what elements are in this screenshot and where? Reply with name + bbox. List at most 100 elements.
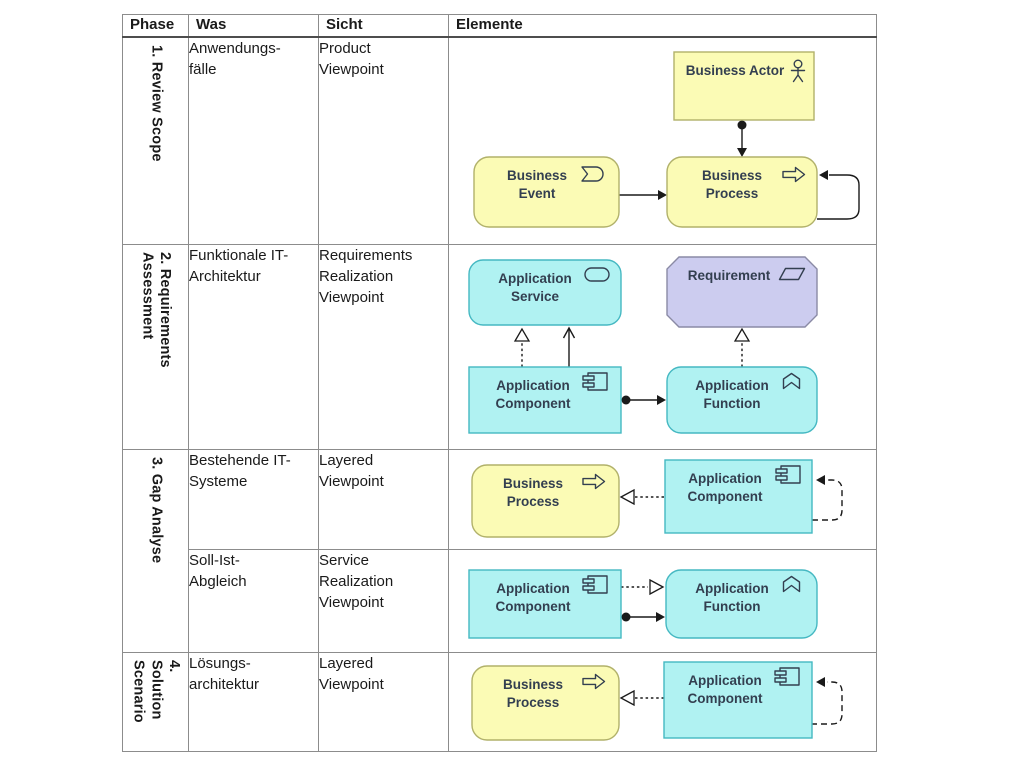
element-label: Component bbox=[496, 599, 571, 614]
phase-line: 2. Requirements bbox=[157, 251, 174, 368]
was-text: Funktionale IT- bbox=[189, 246, 289, 264]
table-row: Soll-Ist- Abgleich Service Realization V… bbox=[123, 548, 877, 653]
application-component-icon bbox=[582, 574, 608, 594]
sicht-text: Viewpoint bbox=[319, 675, 384, 693]
element-label: Process bbox=[706, 186, 759, 201]
business-actor-icon bbox=[790, 59, 806, 83]
business-event-icon bbox=[581, 166, 604, 182]
element-label: Requirement bbox=[688, 268, 771, 283]
elemente-cell: Business Process Application Component bbox=[448, 651, 877, 752]
sicht-text: Layered bbox=[319, 451, 374, 469]
application-component-element: Application Component bbox=[664, 458, 813, 534]
table-row: 3. Gap Analyse Bestehende IT- Systeme La… bbox=[122, 448, 877, 653]
sicht-cell: Product Viewpoint bbox=[318, 36, 449, 245]
element-label: Process bbox=[507, 494, 560, 509]
was-text: Abgleich bbox=[189, 572, 247, 590]
phase-line: 3. Gap Analyse bbox=[148, 456, 165, 563]
element-label: Application bbox=[695, 378, 769, 393]
element-label: Event bbox=[519, 186, 556, 201]
sicht-text: Service bbox=[319, 551, 370, 569]
layered-viewpoint-diagram: Business Process Application Component bbox=[471, 660, 843, 741]
was-text: architektur bbox=[189, 675, 260, 693]
phase-line: Solution bbox=[148, 659, 165, 720]
service-realization-diagram: Application Component Application Functi… bbox=[468, 568, 818, 639]
col-header-was: Was bbox=[188, 14, 319, 38]
element-label: Function bbox=[704, 599, 761, 614]
element-label: Process bbox=[507, 695, 560, 710]
was-cell: Bestehende IT- Systeme bbox=[188, 448, 319, 550]
application-function-element: Application Function bbox=[666, 365, 818, 434]
element-label: Business bbox=[507, 168, 567, 183]
was-cell: Funktionale IT- Architektur bbox=[188, 243, 319, 450]
was-text: Systeme bbox=[189, 472, 248, 490]
element-label: Function bbox=[704, 396, 761, 411]
was-text: Soll-Ist- bbox=[189, 551, 240, 569]
business-process-element: Business Process bbox=[471, 664, 620, 741]
elemente-cell: Business Actor Business Event bbox=[448, 36, 877, 245]
application-component-icon bbox=[775, 464, 801, 484]
realization-relationship bbox=[619, 488, 665, 505]
was-cell: Anwendungs- fälle bbox=[188, 36, 319, 245]
was-text: Architektur bbox=[189, 267, 261, 285]
was-cell: Lösungs- architektur bbox=[188, 651, 319, 752]
application-component-icon bbox=[582, 371, 608, 391]
requirement-icon bbox=[778, 267, 806, 280]
element-label: Business bbox=[702, 168, 762, 183]
phase-line: 4. bbox=[166, 659, 183, 673]
phase-label: 3. Gap Analyse bbox=[147, 456, 165, 563]
flow-self-loop bbox=[812, 474, 843, 521]
col-header-elemente: Elemente bbox=[448, 14, 877, 38]
assignment-relationship bbox=[621, 611, 665, 622]
phase-line: Assessment bbox=[139, 251, 156, 339]
elemente-cell: Application Component Application Functi… bbox=[448, 548, 877, 653]
was-text: Anwendungs- bbox=[189, 40, 281, 57]
business-process-icon bbox=[782, 166, 806, 183]
element-label: Application bbox=[688, 471, 762, 486]
triggering-relationship bbox=[619, 190, 667, 200]
element-label: Business bbox=[503, 476, 563, 491]
element-label: Component bbox=[688, 489, 763, 504]
requirement-element: Requirement bbox=[666, 255, 818, 328]
sicht-text: Requirements bbox=[319, 246, 413, 264]
element-label: Application bbox=[498, 271, 572, 286]
application-service-icon bbox=[584, 266, 610, 282]
element-label: Component bbox=[688, 691, 763, 706]
business-actor-element: Business Actor bbox=[673, 51, 815, 121]
elemente-cell: Business Process Application Component bbox=[448, 448, 877, 550]
sicht-text: Viewpoint bbox=[319, 61, 384, 79]
was-text: Bestehende IT- bbox=[189, 451, 291, 469]
phase-line: Scenario bbox=[130, 659, 147, 723]
sicht-cell: Requirements Realization Viewpoint bbox=[318, 243, 449, 450]
phase-cell-requirements-assessment: 2. Requirements Assessment bbox=[122, 243, 189, 450]
was-text: fälle bbox=[189, 61, 217, 79]
application-component-element: Application Component bbox=[468, 365, 622, 434]
sicht-cell: Layered Viewpoint bbox=[318, 651, 449, 752]
table-header-row: Phase Was Sicht Elemente bbox=[122, 14, 877, 38]
element-label: Application bbox=[695, 581, 769, 596]
serving-relationship bbox=[562, 326, 576, 367]
element-label: Application bbox=[496, 378, 570, 393]
sicht-text: Layered bbox=[319, 654, 374, 672]
sicht-text: Viewpoint bbox=[319, 594, 384, 612]
application-function-icon bbox=[782, 575, 801, 592]
element-label: Service bbox=[511, 289, 560, 304]
assignment-relationship bbox=[737, 120, 747, 157]
application-component-element: Application Component bbox=[663, 660, 813, 739]
realization-relationship bbox=[733, 327, 751, 367]
was-text: Lösungs- bbox=[189, 654, 251, 672]
element-label: Business bbox=[503, 677, 563, 692]
sicht-text: Realization bbox=[319, 267, 394, 285]
phase-cell-solution-scenario: 4. Solution Scenario bbox=[122, 651, 189, 752]
elemente-cell: Application Service Requirement bbox=[448, 243, 877, 450]
phase-label: 1. Review Scope bbox=[147, 45, 164, 162]
sicht-text: Viewpoint bbox=[319, 472, 384, 490]
application-function-element: Application Function bbox=[665, 568, 818, 639]
sicht-cell: Service Realization Viewpoint bbox=[318, 548, 449, 653]
application-service-element: Application Service bbox=[468, 258, 622, 326]
realization-relationship bbox=[619, 689, 664, 706]
phase-cell-gap-analyse: 3. Gap Analyse bbox=[122, 448, 189, 653]
application-component-icon bbox=[774, 666, 800, 686]
was-cell: Soll-Ist- Abgleich bbox=[188, 548, 319, 653]
business-process-element: Business Process bbox=[471, 463, 620, 538]
